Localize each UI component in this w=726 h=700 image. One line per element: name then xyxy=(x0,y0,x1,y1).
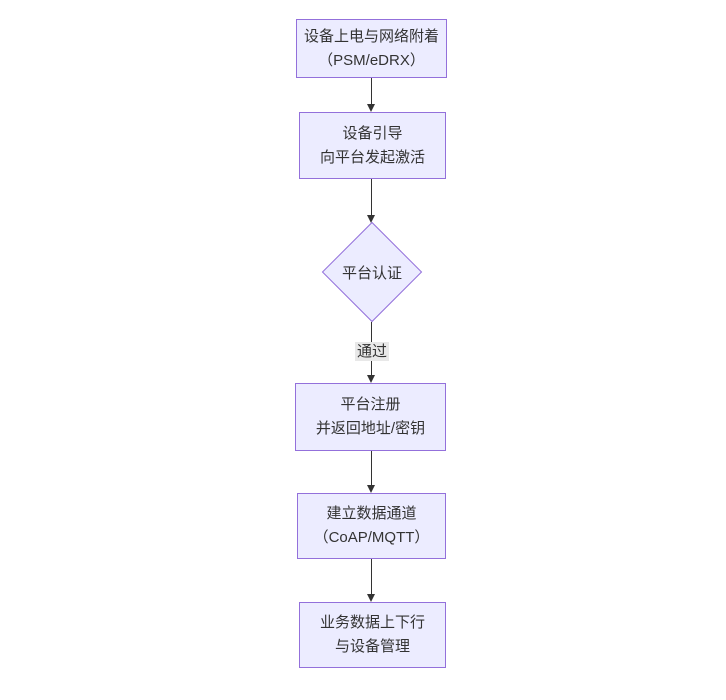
arrowhead-down-icon xyxy=(367,215,375,223)
node-platform-register: 平台注册 并返回地址/密钥 xyxy=(295,383,446,451)
node-device-bootstrap: 设备引导 向平台发起激活 xyxy=(299,112,446,179)
arrowhead-down-icon xyxy=(367,375,375,383)
arrowhead-down-icon xyxy=(367,485,375,493)
edge-arrow-register-to-channel xyxy=(367,451,376,493)
node-platform-auth-decision: 平台认证 xyxy=(321,221,423,323)
edge-arrow-channel-to-business xyxy=(367,559,376,602)
edge-line xyxy=(371,78,372,106)
arrowhead-down-icon xyxy=(367,104,375,112)
edge-arrow-boot-to-auth xyxy=(367,179,376,223)
node-text-line: （CoAP/MQTT） xyxy=(313,529,430,546)
edge-label-pass: 通过 xyxy=(354,342,390,361)
node-text-line: 并返回地址/密钥 xyxy=(315,420,426,437)
node-data-channel: 建立数据通道 （CoAP/MQTT） xyxy=(297,493,446,559)
node-device-power-attach: 设备上电与网络附着 （PSM/eDRX） xyxy=(296,19,447,78)
node-text-line: 向平台发起激活 xyxy=(319,148,425,166)
edge-line xyxy=(371,179,372,217)
node-text-line: 业务数据上下行 xyxy=(319,614,425,631)
edge-line xyxy=(371,451,372,487)
node-text-line: 设备引导 xyxy=(342,124,403,142)
node-text-line: （PSM/eDRX） xyxy=(318,51,425,69)
node-text-line: 设备上电与网络附着 xyxy=(303,27,439,45)
node-business-data-management: 业务数据上下行 与设备管理 xyxy=(299,602,446,668)
edge-line xyxy=(371,559,372,596)
node-text-line: 与设备管理 xyxy=(334,638,410,655)
node-text-line: 平台认证 xyxy=(341,264,402,282)
node-text-line: 建立数据通道 xyxy=(326,505,417,522)
node-text-line: 平台注册 xyxy=(340,396,401,413)
edge-arrow-power-to-boot xyxy=(367,78,376,112)
arrowhead-down-icon xyxy=(367,594,375,602)
